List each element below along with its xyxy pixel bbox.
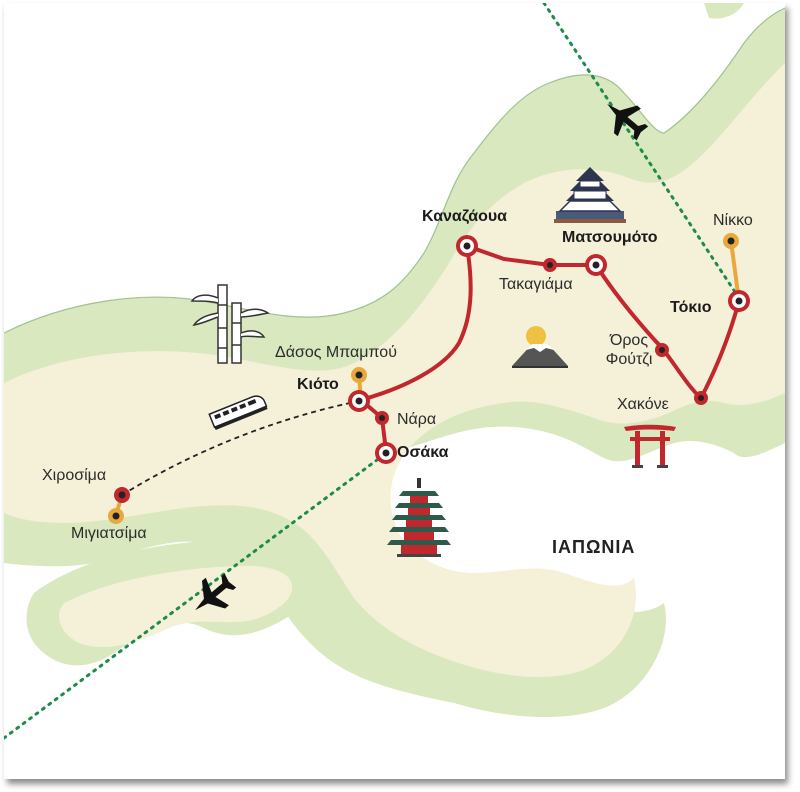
- train-icon: [208, 395, 268, 431]
- marker-nikko: [723, 233, 739, 249]
- city-label-hiroshima: Χιροσίμα: [42, 467, 107, 484]
- city-label-tokyo: Τόκιο: [670, 299, 712, 316]
- airplane-icon: [195, 573, 237, 611]
- marker-matsumoto: [585, 254, 607, 276]
- marker-hiroshima: [114, 487, 130, 503]
- marker-fuji: [655, 343, 669, 357]
- marker-kyoto: [348, 390, 370, 412]
- city-label-matsumoto: Ματσουμότο: [562, 229, 658, 246]
- city-label-bamboo-forest: Δάσος Μπαμπού: [275, 344, 397, 361]
- rail-path: [121, 400, 360, 496]
- city-label-mount-fuji: Όρος Φούτζι: [605, 332, 653, 368]
- stop-markers: [108, 233, 750, 524]
- marker-nara: [375, 411, 389, 425]
- castle-icon: [554, 167, 626, 223]
- marker-bamboo-forest: [351, 367, 367, 383]
- map-frame: Καναζάουα Ματσουμότο Τακαγιάμα Νίκκο Τόκ…: [4, 3, 785, 779]
- marker-hakone: [694, 391, 708, 405]
- japan-map: [4, 3, 785, 779]
- marker-tokyo: [728, 290, 750, 312]
- city-label-osaka: Οσάκα: [397, 444, 449, 461]
- marker-takayama: [543, 258, 557, 272]
- city-label-takayama: Τακαγιάμα: [499, 276, 573, 293]
- city-label-miyajima: Μιγιατσίμα: [71, 525, 147, 542]
- flight-paths: [4, 3, 741, 740]
- city-label-kyoto: Κιότο: [297, 376, 339, 393]
- bamboo-icon: [190, 284, 270, 364]
- torii-gate-icon: [624, 424, 676, 468]
- city-label-kanazawa: Καναζάουα: [422, 208, 507, 225]
- city-label-nara: Νάρα: [397, 411, 437, 428]
- marker-osaka: [375, 442, 397, 464]
- marker-miyajima: [108, 508, 124, 524]
- northern-island-coast: [704, 3, 744, 19]
- airplane-icon: [607, 103, 649, 141]
- city-label-nikko: Νίκκο: [713, 212, 753, 229]
- pagoda-icon: [387, 478, 451, 557]
- mount-fuji-icon: [512, 326, 568, 368]
- city-label-hakone: Χακόνε: [617, 396, 669, 413]
- country-label: ΙΑΠΩΝΙΑ: [552, 537, 636, 557]
- marker-kanazawa: [456, 235, 478, 257]
